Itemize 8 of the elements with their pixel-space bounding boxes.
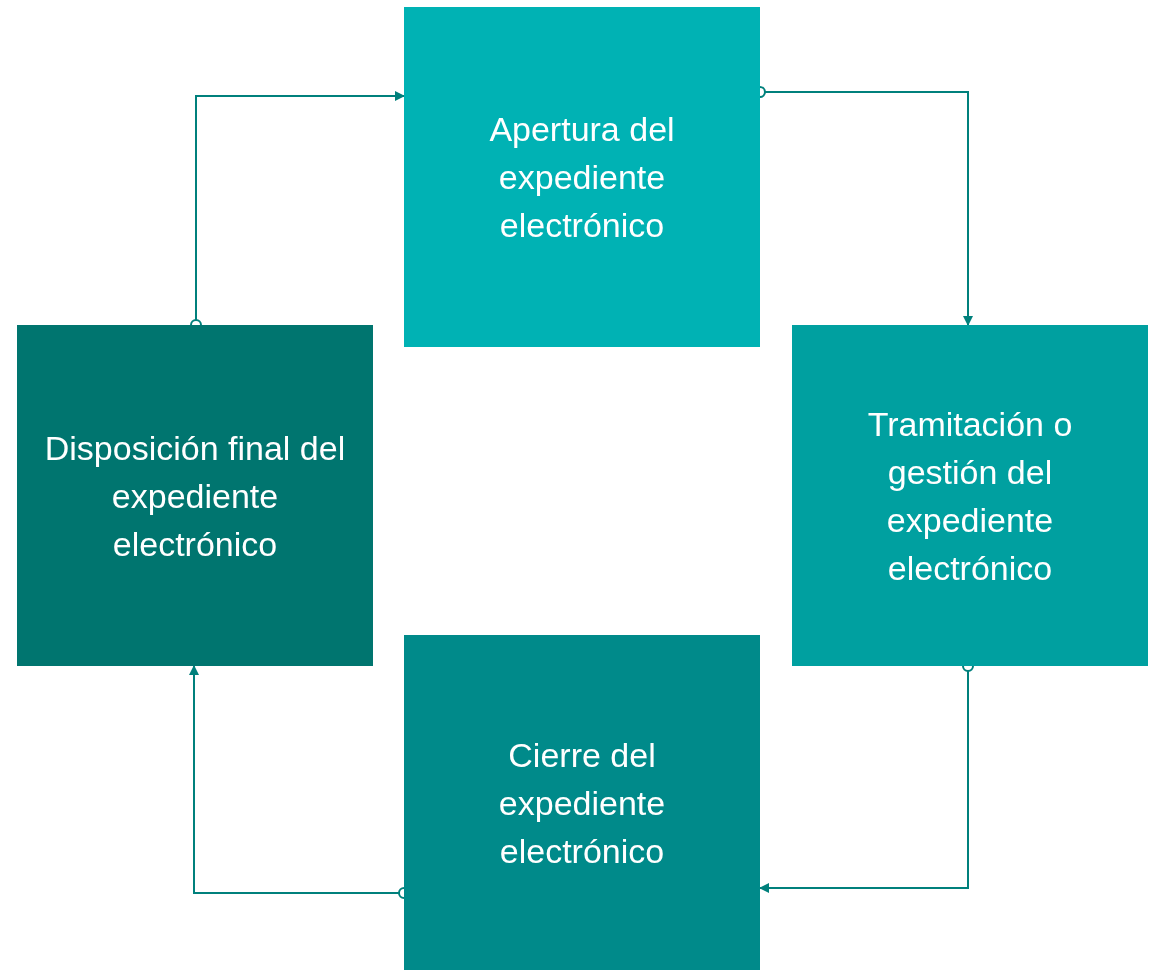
process-box (404, 7, 760, 347)
process-box (17, 325, 373, 666)
process-box (792, 325, 1148, 666)
step-label: Cierre del expediente electrónico (497, 734, 667, 872)
step-label: Apertura del expediente electrónico (488, 109, 676, 246)
process-box (404, 635, 760, 970)
step-label: Disposición final del expediente electrónico (43, 427, 347, 565)
step-label: Tramitación o gestión del expediente electrónico (866, 403, 1074, 589)
